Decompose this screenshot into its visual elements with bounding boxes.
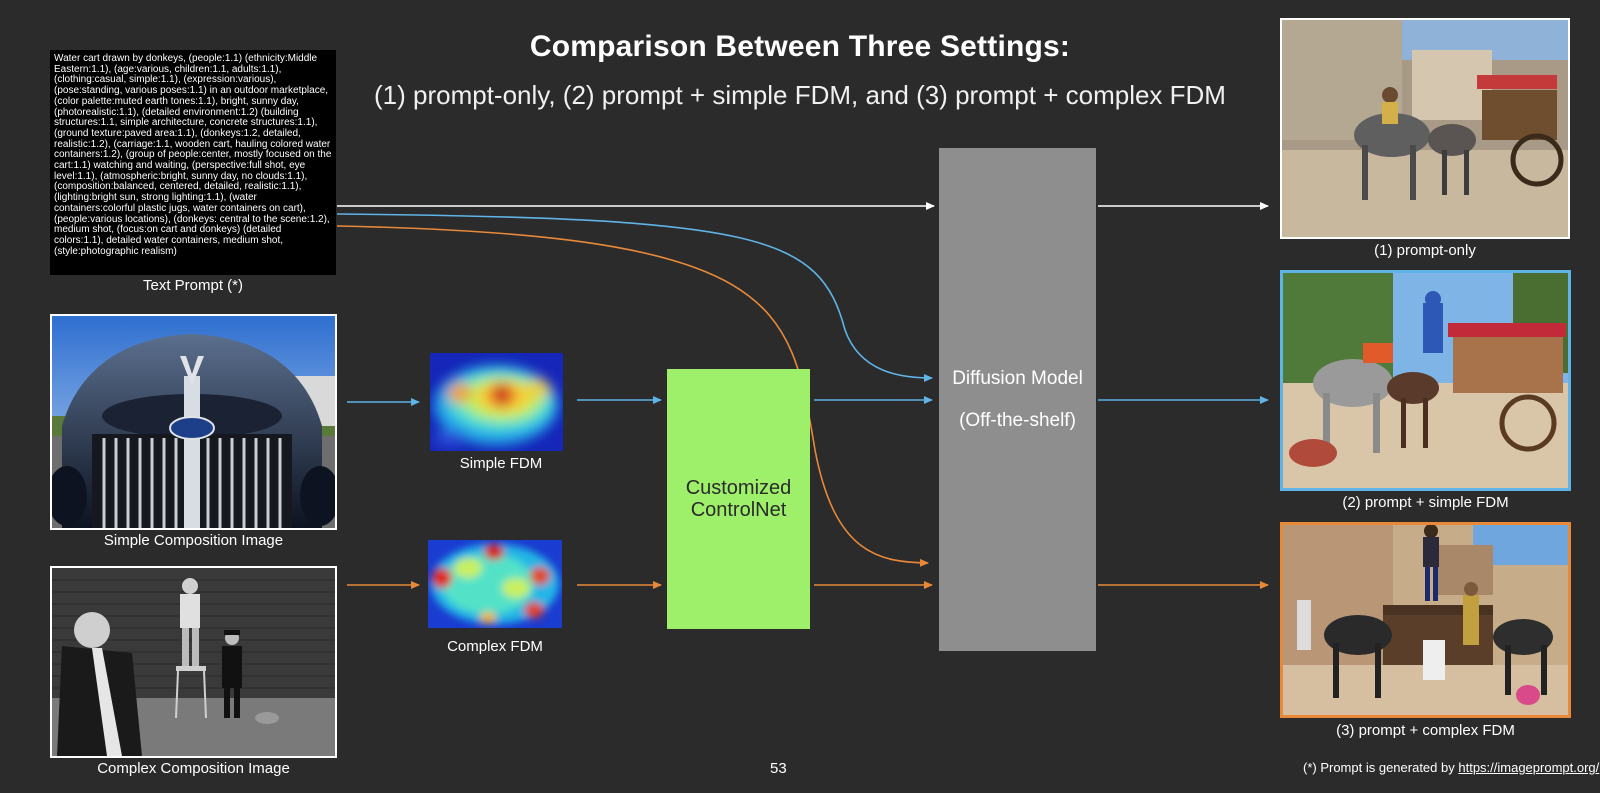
text-prompt-caption: Text Prompt (*) [142, 277, 244, 294]
controlnet-label-line2: ControlNet [690, 499, 787, 521]
text-prompt-box: Water cart drawn by donkeys, (people:1.1… [50, 50, 336, 275]
diffusion-label-line1: Diffusion Model [952, 367, 1083, 389]
diffusion-label-line2: (Off-the-shelf) [959, 409, 1076, 431]
footnote-text: (*) Prompt is generated by [1303, 760, 1459, 775]
arrow-prompt-curve-orange [336, 225, 929, 567]
simple-composition-image [50, 314, 337, 530]
footnote: (*) Prompt is generated by https://image… [1303, 760, 1599, 775]
complex-fdm-caption: Complex FDM [447, 638, 543, 655]
simple-image-caption: Simple Composition Image [103, 532, 284, 549]
output2-caption: (2) prompt + simple FDM [1342, 494, 1509, 511]
output-image-simple-fdm [1280, 270, 1571, 491]
output-image-prompt-only [1280, 18, 1570, 239]
slide-subtitle: (1) prompt-only, (2) prompt + simple FDM… [374, 80, 1226, 110]
arrow-prompt-curve-blue [336, 213, 933, 382]
controlnet-label-line1: Customized [685, 477, 792, 499]
diffusion-model-block: Diffusion Model (Off-the-shelf) [939, 148, 1096, 651]
footnote-link[interactable]: https://imageprompt.org/ [1458, 760, 1600, 775]
complex-fdm-heatmap [428, 540, 562, 628]
slide-title: Comparison Between Three Settings: [529, 30, 1071, 63]
output3-caption: (3) prompt + complex FDM [1336, 722, 1515, 739]
output1-caption: (1) prompt-only [1374, 242, 1476, 259]
complex-image-caption: Complex Composition Image [97, 760, 290, 777]
complex-composition-image [50, 566, 337, 758]
controlnet-block: Customized ControlNet [667, 369, 810, 629]
simple-fdm-heatmap [430, 353, 563, 451]
simple-fdm-caption: Simple FDM [459, 455, 543, 472]
output-image-complex-fdm [1280, 522, 1571, 718]
page-number: 53 [770, 760, 787, 777]
